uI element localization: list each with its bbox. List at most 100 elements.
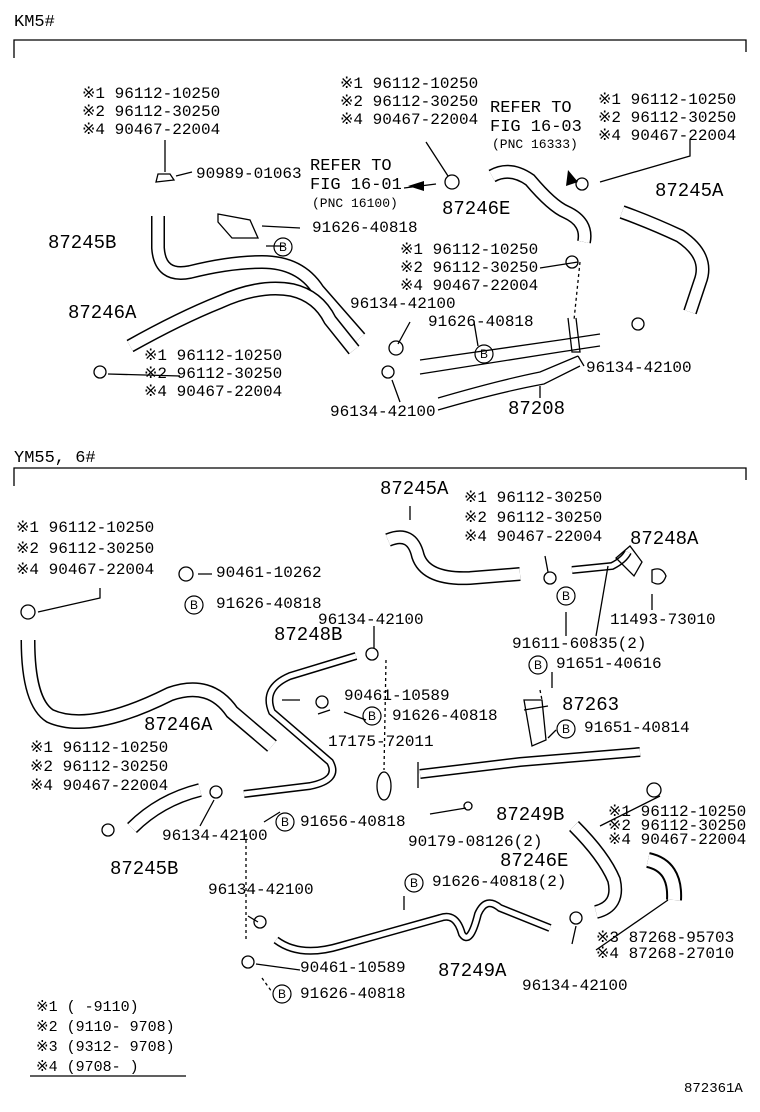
part-number-label: 91651-40616 (556, 655, 662, 673)
part-number-label: ※2 96112-30250 (340, 93, 479, 111)
marker-b: B (278, 987, 286, 1001)
part-number-label: ※2 96112-30250 (16, 540, 155, 558)
marker-b: B (279, 240, 287, 254)
hose-label: 87246E (442, 198, 511, 220)
legend-line: ※1 ( -9110) (36, 999, 139, 1016)
hose-label: 87245B (110, 858, 179, 880)
refer-line: REFER TO (490, 99, 572, 118)
part-number-label: 96134-42100 (318, 611, 424, 629)
part-number-label: 96134-42100 (586, 359, 692, 377)
part-number-label: ※4 90467-22004 (340, 111, 479, 129)
marker-b: B (410, 876, 418, 890)
gasket-11493 (651, 568, 667, 585)
part-number-label: ※2 96112-30250 (464, 509, 603, 527)
hose-label: 87245A (655, 180, 724, 202)
marker-b: B (562, 589, 570, 603)
legend-line: ※2 (9110- 9708) (36, 1019, 175, 1036)
part-number-label: 96134-42100 (208, 881, 314, 899)
marker-b: B (534, 658, 542, 672)
part-number-label: ※2 96112-30250 (144, 365, 283, 383)
refer-arrow-1 (408, 181, 424, 191)
hose-label: 87263 (562, 694, 620, 716)
part-number-label: ※2 96112-30250 (400, 259, 539, 277)
figure-code: 872361A (684, 1081, 743, 1097)
gasket-17175 (376, 771, 392, 801)
part-number-label: 90989-01063 (196, 165, 302, 183)
part-number-label: ※4 90467-22004 (82, 121, 221, 139)
section-bracket-ym (13, 467, 747, 486)
part-number-label: ※1 96112-10250 (400, 241, 539, 259)
part-number-label: 90461-10589 (300, 959, 406, 977)
part-number-label: ※4 90467-22004 (144, 383, 283, 401)
part-number-label: 17175-72011 (328, 733, 434, 751)
part-number-label: ※3 87268-95703 (596, 929, 735, 947)
part-number-label: 90461-10589 (344, 687, 450, 705)
hose-label: 87245A (380, 478, 449, 500)
part-number-label: 91626-40818 (392, 707, 498, 725)
hose-label: 87245B (48, 232, 117, 254)
marker-b: B (368, 709, 376, 723)
part-number-label: 96134-42100 (522, 977, 628, 995)
part-number-label: ※1 96112-10250 (16, 519, 155, 537)
part-number-label: 90461-10262 (216, 564, 322, 582)
part-number-label: ※2 96112-30250 (598, 109, 737, 127)
part-number-label: 91656-40818 (300, 813, 406, 831)
part-number-label: 91626-40818 (216, 595, 322, 613)
part-number-label: 96134-42100 (162, 827, 268, 845)
hose-label: 87248B (274, 624, 343, 646)
refer-line: REFER TO (310, 157, 392, 176)
section-header-km: KM5# (14, 13, 55, 32)
part-number-label: ※4 90467-22004 (16, 561, 155, 579)
clip-90989 (155, 173, 176, 183)
hose-label: 87246A (68, 302, 137, 324)
part-number-label: ※1 96112-10250 (608, 803, 747, 821)
part-number-label: ※2 96112-30250 (608, 817, 747, 835)
legend-line: ※4 (9708- ) (36, 1059, 139, 1076)
part-number-label: 96134-42100 (330, 403, 436, 421)
refer-line: FIG 16-01 (310, 176, 402, 195)
part-number-label: ※1 96112-10250 (144, 347, 283, 365)
part-number-label: ※4 90467-22004 (30, 777, 169, 795)
part-number-label: 91626-40818 (300, 985, 406, 1003)
part-number-label: ※1 96112-10250 (82, 85, 221, 103)
part-number-label: 90179-08126(2) (408, 833, 543, 851)
pipe-87248b (243, 652, 358, 798)
refer-pnc: (PNC 16100) (312, 196, 398, 211)
part-number-label: ※1 96112-30250 (464, 489, 603, 507)
marker-b: B (190, 598, 198, 612)
part-number-label: 91611-60835(2) (512, 635, 647, 653)
pipe-87208 (419, 333, 601, 361)
part-number-label: ※4 90467-22004 (608, 831, 747, 849)
part-number-label: 91651-40814 (584, 719, 690, 737)
section-bracket-km (13, 39, 747, 58)
bracket-km (217, 213, 260, 239)
hose-label: 87208 (508, 398, 566, 420)
part-number-label: 11493-73010 (610, 611, 716, 629)
section-header-ym: YM55, 6# (14, 449, 96, 468)
hose-label: 87246A (144, 714, 213, 736)
refer-line: FIG 16-03 (490, 118, 582, 137)
part-number-label: 91626-40818 (428, 313, 534, 331)
legend-line: ※3 (9312- 9708) (36, 1039, 175, 1056)
part-number-label: ※2 96112-30250 (82, 103, 221, 121)
hose-label: 87246E (500, 850, 569, 872)
marker-b: B (281, 815, 289, 829)
part-number-label: ※4 90467-22004 (598, 127, 737, 145)
hose-label: 87248A (630, 528, 699, 550)
part-number-label: ※4 90467-22004 (464, 528, 603, 546)
part-number-label: ※1 96112-10250 (598, 91, 737, 109)
refer-pnc: (PNC 16333) (492, 137, 578, 152)
part-number-label: ※1 96112-10250 (340, 75, 479, 93)
marker-b: B (562, 722, 570, 736)
part-number-label: ※4 87268-27010 (596, 945, 735, 963)
part-number-label: ※2 96112-30250 (30, 758, 169, 776)
refer-arrow-2 (566, 170, 578, 186)
part-number-label: ※1 96112-10250 (30, 739, 169, 757)
marker-b: B (480, 347, 488, 361)
hose-label: 87249A (438, 960, 507, 982)
part-number-label: 96134-42100 (350, 295, 456, 313)
part-number-label: 91626-40818(2) (432, 873, 567, 891)
part-number-label: ※4 90467-22004 (400, 277, 539, 295)
